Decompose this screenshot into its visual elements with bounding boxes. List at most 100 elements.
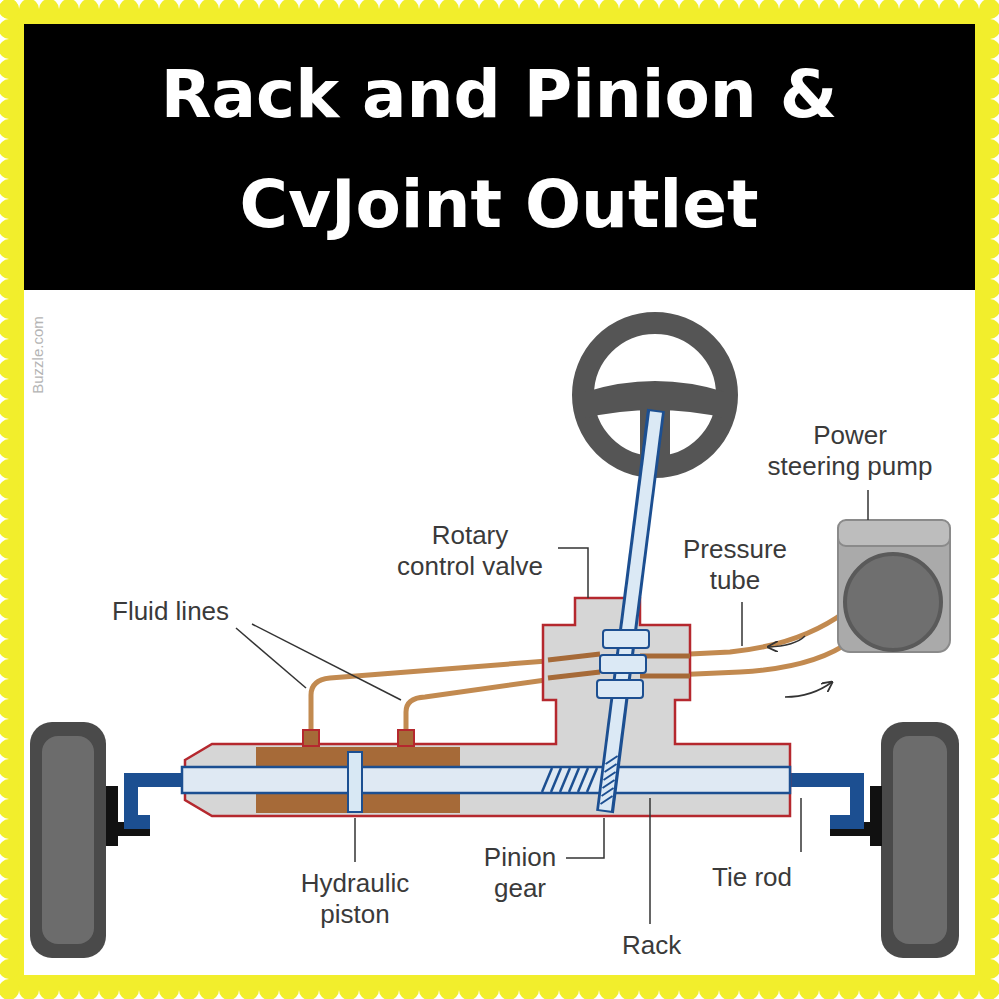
border-scallop [980, 219, 999, 239]
border-scallop [980, 699, 999, 719]
watermark: Buzzle.com [29, 316, 47, 394]
leader-lines [236, 490, 868, 924]
leader-line [867, 490, 869, 520]
border-scallop [0, 859, 19, 879]
border-scallop [0, 0, 19, 19]
part-label: Fluid lines [112, 596, 229, 627]
border-scallop [659, 0, 679, 19]
border-scallop [419, 0, 439, 19]
border-scallop [639, 0, 659, 19]
border-scallop [779, 0, 799, 19]
border-scallop [980, 779, 999, 799]
border-scallop [0, 99, 19, 119]
border-scallop [179, 0, 199, 19]
border-scallop [980, 539, 999, 559]
border-scallop [559, 980, 579, 999]
part-label: Hydraulic piston [293, 868, 418, 930]
leader-line [252, 624, 401, 700]
right-wheel-face [893, 736, 947, 944]
rack-tooth [587, 768, 597, 792]
steering-column [605, 410, 656, 812]
border-scallop [0, 439, 19, 459]
border-scallop [0, 959, 19, 979]
border-scallop [519, 0, 539, 19]
border-scallop [0, 419, 19, 439]
border-scallop [439, 980, 459, 999]
left-wheel [30, 722, 106, 958]
border-scallop [199, 980, 219, 999]
border-scallop [980, 379, 999, 399]
border-scallop [0, 839, 19, 859]
border-scallop [59, 0, 79, 19]
border-scallop [980, 399, 999, 419]
border-scallop [219, 980, 239, 999]
border-scallop [0, 579, 19, 599]
border-scallop [979, 0, 999, 19]
border-scallop [0, 599, 19, 619]
border-scallop [980, 859, 999, 879]
border-scallop [819, 0, 839, 19]
border-scallop [39, 980, 59, 999]
border-scallop [0, 259, 19, 279]
border-scallop [359, 0, 379, 19]
border-scallop [0, 779, 19, 799]
rack-tooth [551, 768, 561, 792]
border-scallop [799, 980, 819, 999]
border-scallop [39, 0, 59, 19]
border-scallop [980, 659, 999, 679]
border-scallop [0, 899, 19, 919]
pinion-tooth [601, 796, 613, 804]
border-scallop [0, 339, 19, 359]
left-knuckle [106, 786, 118, 846]
border-scallop [259, 0, 279, 19]
border-scallop [980, 319, 999, 339]
border-scallop [839, 0, 859, 19]
border-scallop [0, 499, 19, 519]
border-scallop [980, 59, 999, 79]
border-scallop [980, 759, 999, 779]
border-scallop [239, 0, 259, 19]
pump-pulley [845, 554, 941, 650]
valve-spool [603, 630, 649, 648]
border-scallop [980, 19, 999, 39]
pinion-gear [601, 756, 618, 804]
border-scallop [839, 980, 859, 999]
border-scallop [980, 119, 999, 139]
border-scallop [0, 19, 19, 39]
border-scallop [0, 379, 19, 399]
leader-line [558, 548, 588, 598]
border-scallop [139, 0, 159, 19]
border-scallop [980, 79, 999, 99]
border-scallop [980, 419, 999, 439]
part-label: Pressure tube [670, 534, 800, 596]
leader-line [566, 818, 604, 858]
border-scallop [419, 980, 439, 999]
part-label: Pinion gear [473, 842, 568, 904]
border-scallop [980, 819, 999, 839]
leader-line [800, 798, 802, 852]
border-scallop [980, 939, 999, 959]
border-scallop [719, 0, 739, 19]
border-scallop [79, 0, 99, 19]
border-scallop [599, 0, 619, 19]
border-scallop [259, 980, 279, 999]
border-scallop [739, 980, 759, 999]
border-scallop [0, 199, 19, 219]
border-scallop [179, 980, 199, 999]
right-knuckle [870, 786, 882, 846]
border-scallop [819, 980, 839, 999]
border-scallop [980, 159, 999, 179]
border-scallop [479, 0, 499, 19]
border-scallop [319, 0, 339, 19]
border-scallop [619, 0, 639, 19]
rack-bar [182, 767, 790, 793]
leader-line [649, 798, 651, 924]
left-wheel-face [42, 736, 94, 944]
border-scallop [980, 799, 999, 819]
border-scallop [919, 0, 939, 19]
border-scallop [980, 459, 999, 479]
border-scallop [0, 919, 19, 939]
fluid-port [303, 730, 319, 746]
